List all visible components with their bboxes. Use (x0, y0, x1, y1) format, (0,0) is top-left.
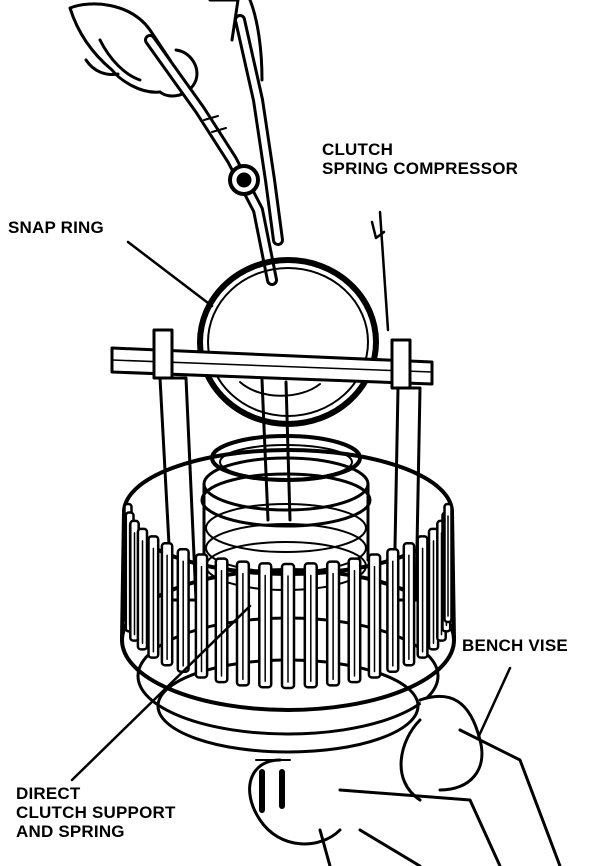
label-line: CLUTCH (322, 140, 394, 159)
snap-ring-leader (126, 240, 214, 308)
hand-drawing (68, 0, 264, 98)
label-line: CLUTCH SUPPORT (16, 803, 176, 822)
label-direct-clutch-support: DIRECT CLUTCH SUPPORT AND SPRING (16, 784, 176, 841)
leader-lines (70, 210, 512, 782)
label-bench-vise: BENCH VISE (462, 636, 568, 655)
compressor-crossbar (110, 328, 434, 390)
label-line: SPRING COMPRESSOR (322, 159, 519, 178)
label-clutch-spring-compressor: CLUTCH SPRING COMPRESSOR (322, 140, 518, 178)
label-snap-ring: SNAP RING (8, 218, 104, 237)
label-line: SNAP RING (8, 218, 104, 237)
label-line: DIRECT (16, 784, 81, 803)
clutch-teeth (123, 502, 453, 690)
label-line: BENCH VISE (462, 636, 568, 655)
snap-ring-pliers (144, 14, 284, 286)
support-leader (70, 604, 252, 782)
bench-vise (248, 694, 562, 866)
compressor-leader (378, 210, 390, 332)
bench-vise-leader (476, 666, 512, 740)
label-line: AND SPRING (16, 822, 125, 841)
